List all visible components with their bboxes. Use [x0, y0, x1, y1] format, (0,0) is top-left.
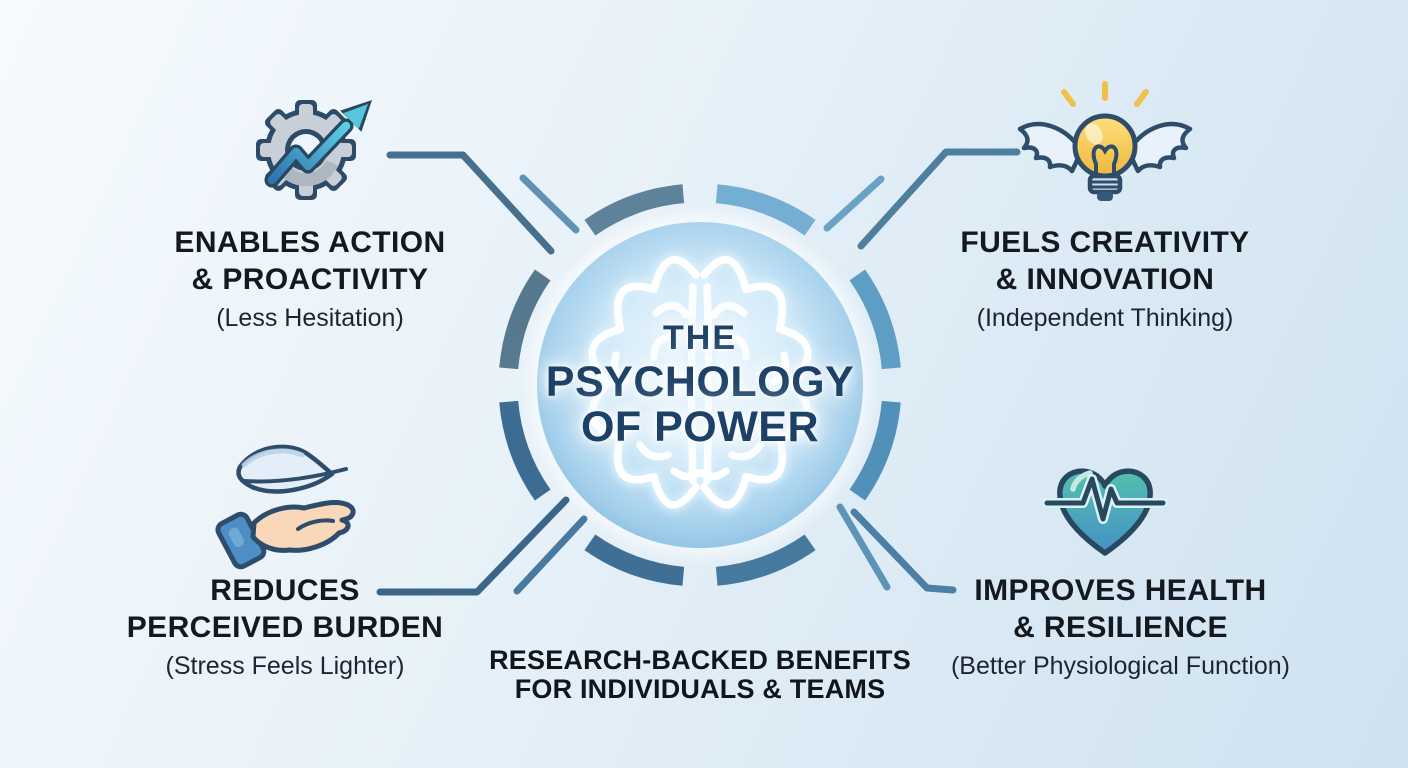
segmented-ring	[499, 184, 901, 586]
connector-top-right-tick	[823, 175, 885, 232]
title-line-1: THE	[663, 319, 737, 357]
feather	[236, 444, 348, 494]
title-line-2: PSYCHOLOGY	[545, 358, 855, 406]
growth-arrow	[264, 100, 372, 188]
quadrant-subtext: (Stress Feels Lighter)	[165, 652, 405, 680]
quadrant-heading: ENABLES ACTION & PROACTIVITY	[174, 226, 446, 296]
heart-pulse-icon	[1042, 468, 1168, 556]
quadrant-subtext: (Independent Thinking)	[976, 304, 1234, 332]
quadrant-label-bottom-right: IMPROVES HEALTH & RESILIENCE (Better Phy…	[913, 572, 1328, 682]
title-line-3: OF POWER	[580, 403, 820, 451]
quadrant-heading: IMPROVES HEALTH & RESILIENCE	[974, 574, 1267, 644]
quadrant-heading: REDUCES PERCEIVED BURDEN	[126, 574, 444, 644]
gear-growth-arrow-icon	[256, 100, 372, 200]
connector-bottom-left-tick	[513, 515, 588, 595]
hand	[215, 500, 356, 570]
quadrant-label-bottom-left: REDUCES PERCEIVED BURDEN (Stress Feels L…	[85, 572, 485, 682]
wings	[1017, 121, 1193, 174]
quadrant-subtext: (Better Physiological Function)	[950, 652, 1291, 680]
quadrant-subtext: (Less Hesitation)	[216, 304, 404, 332]
quadrant-heading: FUELS CREATIVITY & INNOVATION	[960, 226, 1250, 296]
footer-caption: RESEARCH-BACKED BENEFITS FOR INDIVIDUALS…	[454, 646, 946, 704]
connector-lines	[376, 148, 1021, 638]
connector-bottom-left	[376, 496, 570, 596]
winged-lightbulb-icon	[1017, 81, 1193, 201]
footer-line-1: RESEARCH-BACKED BENEFITS	[489, 645, 911, 675]
connector-top-left	[386, 151, 555, 255]
footer-line-2: FOR INDIVIDUALS & TEAMS	[514, 674, 886, 704]
hand-feather-icon	[215, 444, 356, 570]
connector-bottom-right-tick	[836, 503, 891, 591]
quadrant-label-top-left: ENABLES ACTION & PROACTIVITY (Less Hesit…	[110, 224, 510, 334]
infographic-title: THE PSYCHOLOGY OF POWER	[500, 316, 900, 450]
connector-top-right	[857, 148, 1021, 250]
glowing-brain-icon	[584, 252, 816, 513]
connector-bottom-right	[850, 508, 957, 594]
connector-top-left-tick	[519, 174, 580, 234]
quadrant-label-top-right: FUELS CREATIVITY & INNOVATION (Independe…	[905, 224, 1305, 334]
